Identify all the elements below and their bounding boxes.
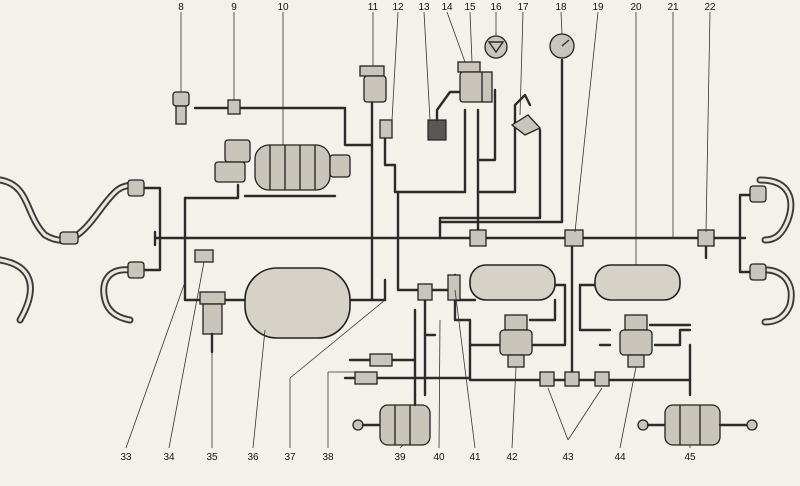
label-37: 37 <box>284 452 296 463</box>
hoses <box>0 176 795 326</box>
label-38: 38 <box>322 452 334 463</box>
component-36-main-reservoir <box>244 267 351 339</box>
component-21-reservoir <box>594 264 681 301</box>
component-35-filter <box>199 291 226 354</box>
component-10-compressor <box>214 139 351 198</box>
component-9-valve <box>227 99 241 115</box>
couplings <box>59 179 767 281</box>
top-number-labels: 8 9 10 11 12 13 14 15 16 17 18 19 20 21 … <box>178 2 716 13</box>
component-20-reservoir <box>469 264 556 301</box>
label-45: 45 <box>684 452 696 463</box>
component-38-fittings <box>354 353 393 385</box>
component-16-gauge <box>484 35 508 59</box>
label-13: 13 <box>418 2 430 13</box>
label-16: 16 <box>490 2 502 13</box>
component-19-valve <box>564 229 584 247</box>
label-39: 39 <box>394 452 406 463</box>
component-17-valve <box>510 114 542 136</box>
component-34-valve <box>194 249 214 263</box>
label-34: 34 <box>163 452 175 463</box>
label-10: 10 <box>277 2 289 13</box>
bottom-number-labels: 33 34 35 36 37 38 39 40 41 42 43 44 45 <box>120 452 696 463</box>
label-41: 41 <box>469 452 481 463</box>
label-36: 36 <box>247 452 259 463</box>
junction-main <box>469 229 487 247</box>
label-12: 12 <box>392 2 404 13</box>
component-42-control-valve <box>499 314 533 368</box>
component-39-brake-chamber <box>352 393 431 446</box>
component-18-gauge <box>549 33 575 59</box>
label-19: 19 <box>592 2 604 13</box>
label-18: 18 <box>555 2 567 13</box>
label-40: 40 <box>433 452 445 463</box>
label-20: 20 <box>630 2 642 13</box>
label-21: 21 <box>667 2 679 13</box>
label-22: 22 <box>704 2 716 13</box>
component-15-valve-group <box>457 61 493 103</box>
label-8: 8 <box>178 2 184 13</box>
component-12-valve <box>379 119 393 139</box>
label-17: 17 <box>517 2 529 13</box>
label-14: 14 <box>441 2 453 13</box>
label-35: 35 <box>206 452 218 463</box>
component-13-box <box>427 90 467 141</box>
label-44: 44 <box>614 452 626 463</box>
label-43: 43 <box>562 452 574 463</box>
component-8-valve <box>172 91 190 125</box>
label-9: 9 <box>231 2 237 13</box>
label-11: 11 <box>368 2 379 13</box>
component-43-valves <box>539 371 610 387</box>
label-33: 33 <box>120 452 132 463</box>
label-42: 42 <box>506 452 518 463</box>
component-22-valve <box>697 229 715 247</box>
component-44-control-valve <box>619 314 653 368</box>
leader-lines <box>125 11 711 449</box>
label-15: 15 <box>464 2 476 13</box>
component-40-relay-valve <box>417 274 461 301</box>
component-11-regulator <box>359 65 387 103</box>
component-45-brake-chamber <box>637 404 758 446</box>
